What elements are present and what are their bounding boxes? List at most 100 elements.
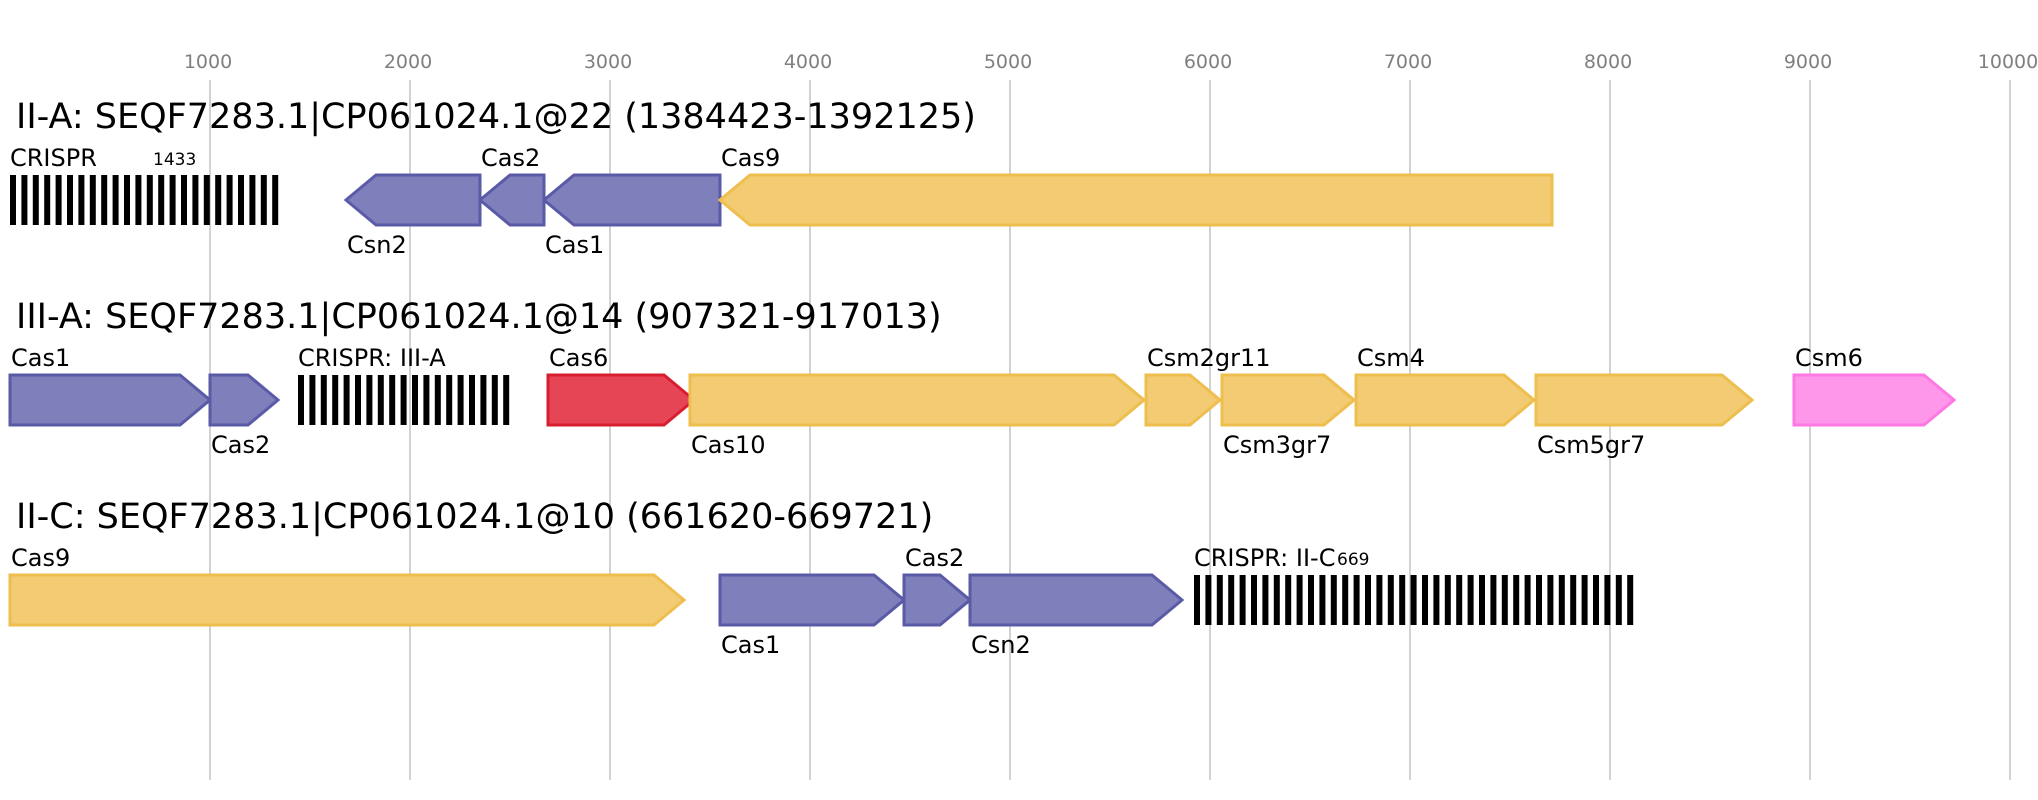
crispr-repeat xyxy=(1308,575,1314,625)
crispr-repeat xyxy=(67,175,73,225)
crispr-repeat xyxy=(226,175,233,225)
gene-arrow xyxy=(208,373,281,427)
gene-feature: Cas1 xyxy=(541,173,722,259)
crispr-repeat xyxy=(389,375,396,425)
tick-label: 1000 xyxy=(184,51,232,73)
crispr-repeat xyxy=(457,375,464,425)
crispr-repeat xyxy=(260,175,267,225)
gene-label: Cas1 xyxy=(11,344,70,372)
gene-label: Csm2gr11 xyxy=(1147,344,1271,372)
gene-label: Csm4 xyxy=(1357,344,1425,372)
tick-label: 8000 xyxy=(1584,51,1632,73)
crispr-repeat xyxy=(1376,575,1383,625)
crispr-repeat xyxy=(1490,575,1497,625)
tick-label: 6000 xyxy=(1184,51,1232,73)
crispr-repeat xyxy=(1558,575,1565,625)
gene-label: Csm5gr7 xyxy=(1537,431,1645,459)
gene-feature: Csn2 xyxy=(968,573,1185,659)
gene-feature: Cas10 xyxy=(688,373,1147,459)
crispr-repeat xyxy=(332,375,339,425)
gene-feature: Cas9 xyxy=(8,544,687,627)
crispr-repeat xyxy=(1501,575,1508,625)
crispr-repeat xyxy=(181,175,187,225)
gene-arrow xyxy=(717,173,1554,227)
track-title: II-A: SEQF7283.1|CP061024.1@22 (1384423-… xyxy=(16,97,976,137)
crispr-label: CRISPR: II-C xyxy=(1194,544,1335,572)
crispr-label: CRISPR xyxy=(10,144,97,172)
crispr-repeat xyxy=(1399,575,1406,625)
tick-label: 2000 xyxy=(384,51,432,73)
gene-feature: Csn2 xyxy=(343,173,482,259)
crispr-repeat xyxy=(203,175,210,225)
gene-label: Cas1 xyxy=(721,631,780,659)
tick-label: 9000 xyxy=(1784,51,1832,73)
crispr-repeat xyxy=(1604,575,1611,625)
locus-track: II-A: SEQF7283.1|CP061024.1@22 (1384423-… xyxy=(10,97,1554,259)
crispr-array: CRISPR 1433 xyxy=(10,144,279,225)
gene-arrow xyxy=(1792,373,1957,427)
tick-label: 5000 xyxy=(984,51,1032,73)
crispr-repeat xyxy=(215,175,222,225)
crispr-repeat xyxy=(469,375,475,425)
crispr-count: 1433 xyxy=(153,150,196,170)
crispr-repeat xyxy=(1216,575,1223,625)
track-title: III-A: SEQF7283.1|CP061024.1@14 (907321-… xyxy=(16,297,942,337)
crispr-repeat xyxy=(135,175,142,225)
crispr-repeat xyxy=(1593,575,1599,625)
crispr-repeat xyxy=(366,375,373,425)
crispr-repeat xyxy=(1228,575,1235,625)
crispr-repeat xyxy=(158,175,165,225)
crispr-repeat xyxy=(1387,575,1394,625)
gene-arrow xyxy=(1534,373,1755,427)
crispr-repeat xyxy=(1547,575,1554,625)
crispr-repeat xyxy=(1570,575,1577,625)
crispr-repeat xyxy=(55,175,62,225)
crispr-repeat xyxy=(1273,575,1280,625)
tick-label: 3000 xyxy=(584,51,632,73)
crispr-repeat xyxy=(1467,575,1474,625)
gene-feature: Cas6 xyxy=(546,344,697,427)
crispr-repeat xyxy=(89,175,96,225)
gene-arrow xyxy=(8,573,687,627)
gene-feature: Csm6 xyxy=(1792,344,1957,427)
gene-label: Csm6 xyxy=(1795,344,1863,372)
crispr-repeat xyxy=(1456,575,1463,625)
gene-feature: Csm4 xyxy=(1354,344,1537,427)
gene-label: Cas9 xyxy=(11,544,70,572)
crispr-repeat xyxy=(1422,575,1428,625)
crispr-repeat xyxy=(1627,575,1634,625)
crispr-array: CRISPR: III-A xyxy=(298,344,510,425)
gene-feature: Cas2 xyxy=(477,144,546,227)
gene-arrow xyxy=(1354,373,1537,427)
crispr-repeat xyxy=(101,175,108,225)
gene-feature: Cas1 xyxy=(8,344,213,427)
crispr-repeat xyxy=(503,375,510,425)
crispr-repeat xyxy=(112,175,119,225)
crispr-repeat xyxy=(1262,575,1269,625)
crispr-repeat xyxy=(1205,575,1212,625)
crispr-repeat xyxy=(124,175,130,225)
crispr-repeat xyxy=(1319,575,1326,625)
gene-arrow xyxy=(546,373,697,427)
crispr-repeat xyxy=(355,375,361,425)
crispr-repeat xyxy=(1365,575,1371,625)
tick-label: 4000 xyxy=(784,51,832,73)
gene-arrow xyxy=(1144,373,1223,427)
gene-arrow xyxy=(718,573,907,627)
crispr-repeat xyxy=(434,375,441,425)
gene-arrow xyxy=(1220,373,1357,427)
locus-track: III-A: SEQF7283.1|CP061024.1@14 (907321-… xyxy=(8,297,1957,459)
crispr-repeat xyxy=(1615,575,1622,625)
gene-feature: Cas1 xyxy=(718,573,907,659)
crispr-repeat xyxy=(1239,575,1246,625)
crispr-repeat xyxy=(1513,575,1520,625)
crispr-repeat xyxy=(1330,575,1337,625)
crispr-repeat xyxy=(1194,575,1200,625)
crispr-repeat xyxy=(400,375,407,425)
gene-label: Csm3gr7 xyxy=(1223,431,1331,459)
crispr-repeat xyxy=(480,375,487,425)
gene-label: Cas1 xyxy=(545,231,604,259)
crispr-repeat xyxy=(412,375,418,425)
crispr-repeat xyxy=(1524,575,1531,625)
crispr-repeat xyxy=(320,375,327,425)
